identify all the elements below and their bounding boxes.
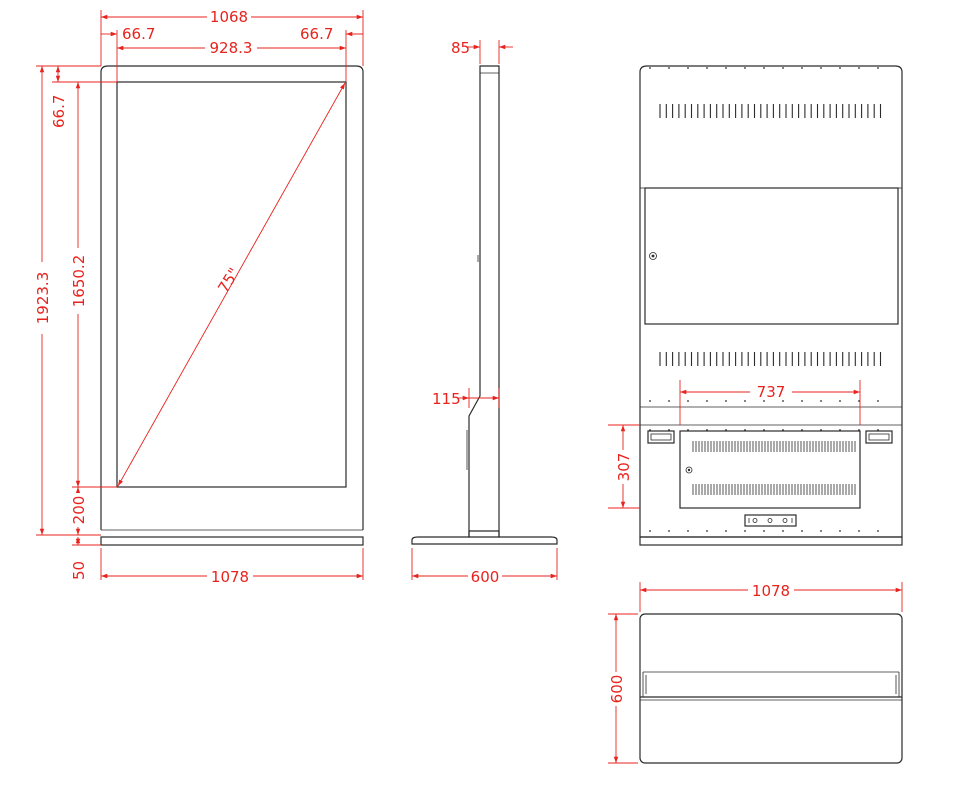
side-view [411, 65, 558, 545]
label-top-bezel: 66.7 [50, 95, 68, 128]
label-bottom-gap: 200 [70, 496, 88, 525]
label-side-base-depth: 600 [471, 568, 500, 586]
base-dimensions [608, 582, 903, 764]
label-back-panel-height: 307 [615, 453, 633, 482]
base-dimension-labels: 1078 600 [607, 582, 794, 706]
front-dimension-labels: 1068 66.7 66.7 928.3 66.7 1923.3 1650.2 … [33, 8, 339, 586]
label-base-depth: 600 [608, 675, 626, 704]
label-back-panel-width: 737 [757, 383, 786, 401]
back-dimension-labels: 737 307 [614, 383, 792, 484]
label-screen-height: 1650.2 [70, 255, 88, 308]
screen-diagonal-line [117, 82, 346, 487]
panel-vent-lower [692, 484, 856, 495]
label-base-height: 50 [70, 561, 88, 580]
label-base-width: 1078 [752, 582, 790, 600]
label-1068: 1068 [210, 8, 248, 26]
label-screen-width: 928.3 [210, 39, 253, 57]
front-view [100, 65, 364, 546]
label-front-base-width: 1078 [211, 568, 249, 586]
vent-slots-lower [659, 352, 882, 366]
base-top-view [639, 613, 903, 764]
side-dimensions [411, 40, 558, 580]
label-total-height: 1923.3 [34, 272, 52, 325]
screw-dots [649, 67, 879, 532]
side-dimension-labels: 85 115 600 [432, 39, 502, 586]
label-side-body-depth: 115 [432, 390, 461, 408]
back-view [639, 65, 903, 546]
label-left-bezel: 66.7 [122, 25, 155, 43]
vent-slots-upper [659, 104, 882, 118]
panel-vent-upper [692, 441, 856, 452]
label-screen-diagonal: 75" [214, 265, 243, 297]
label-right-bezel: 66.7 [300, 25, 333, 43]
label-side-top-depth: 85 [451, 39, 470, 57]
